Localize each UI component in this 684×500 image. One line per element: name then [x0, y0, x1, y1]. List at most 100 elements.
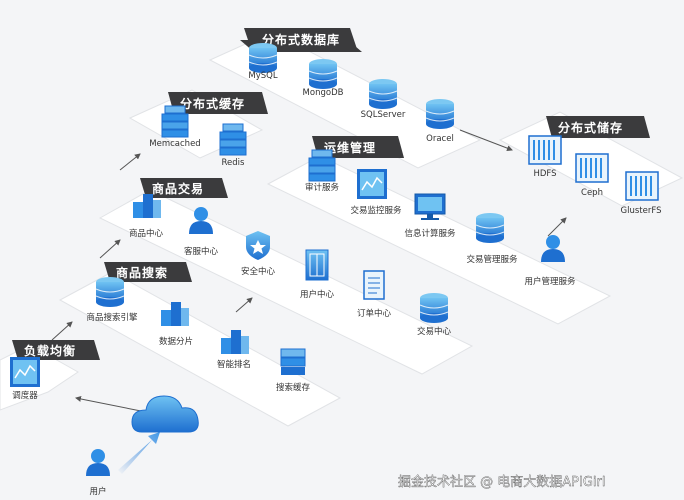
arrow-trade-to-cache [119, 153, 141, 171]
svg-text:用户中心: 用户中心 [300, 289, 335, 300]
node-oracel: Oracel [425, 98, 455, 144]
node-info-compute: 信息计算服务 [404, 193, 456, 239]
svg-text:GlusterFS: GlusterFS [621, 206, 662, 216]
node-order-center: 订单中心 [357, 270, 392, 319]
svg-text:HDFS: HDFS [533, 169, 556, 179]
banner-storage-title: 分布式储存 [558, 120, 623, 135]
node-redis: Redis [219, 123, 247, 168]
node-sqlserver: SQLServer [361, 78, 406, 120]
banner-search-title: 商品搜索 [116, 265, 168, 280]
svg-text:搜索缓存: 搜索缓存 [276, 382, 311, 393]
database-icon [248, 42, 278, 74]
banner-cache: 分布式缓存 [168, 92, 268, 114]
node-mongodb: MongoDB [303, 58, 344, 98]
svg-text:交易监控服务: 交易监控服务 [350, 205, 402, 216]
banner-ops: 运维管理 [312, 136, 404, 158]
svg-text:智能排名: 智能排名 [217, 359, 251, 370]
database-icon [308, 58, 338, 90]
user-icon [86, 449, 110, 476]
storage-array-icon [625, 171, 659, 201]
user-icon [541, 235, 565, 262]
node-customer-service: 客服中心 [184, 207, 219, 257]
database-icon [475, 212, 505, 244]
panel-trade [98, 189, 474, 375]
svg-text:数据分片: 数据分片 [159, 336, 193, 347]
svg-text:安全中心: 安全中心 [241, 266, 276, 277]
svg-text:Oracel: Oracel [426, 134, 454, 144]
banner-storage: 分布式储存 [546, 116, 650, 138]
svg-text:MySQL: MySQL [248, 71, 277, 81]
svg-text:交易中心: 交易中心 [417, 326, 452, 337]
server-rack-icon [280, 348, 306, 376]
node-search-cache: 搜索缓存 [276, 348, 311, 393]
svg-text:审计服务: 审计服务 [305, 182, 340, 193]
node-data-shard: 数据分片 [159, 302, 193, 347]
svg-text:商品搜索引擎: 商品搜索引擎 [86, 312, 138, 323]
node-smart-rank: 智能排名 [217, 330, 251, 370]
node-memcached: Memcached [149, 105, 201, 149]
chart-screen-icon [356, 168, 388, 200]
banner-trade: 商品交易 [140, 178, 228, 198]
node-trade-center: 交易中心 [417, 292, 452, 337]
storage-array-icon [575, 153, 609, 183]
svg-text:Redis: Redis [222, 158, 246, 168]
cloud-icon [131, 395, 199, 433]
chart-screen-icon [9, 356, 41, 388]
svg-text:订单中心: 订单中心 [357, 308, 392, 319]
arrow-dbs-to-storage [459, 129, 513, 152]
database-icon [95, 276, 125, 308]
arrow-rank-to-user [235, 297, 253, 313]
banners: 分布式数据库 分布式缓存 商品交易 商品搜索 负载均衡 运维管理 分布式储存 [12, 28, 650, 360]
node-trade-monitor: 交易监控服务 [350, 168, 402, 216]
arrow-icon [118, 432, 160, 474]
node-dispatcher: 调度器 [9, 356, 41, 401]
node-security-center: 安全中心 [241, 231, 276, 277]
arrow-cloud-to-lb [75, 396, 147, 413]
panel-search [58, 271, 342, 427]
arrow-lb-to-search [51, 321, 73, 341]
banner-lb-title: 负载均衡 [24, 343, 76, 358]
node-user-mgmt: 用户管理服务 [524, 235, 576, 287]
panel-ops [266, 155, 612, 325]
server-rack-icon [219, 123, 247, 156]
server-rack-icon [308, 149, 336, 182]
database-icon [419, 292, 449, 324]
banner-cache-title: 分布式缓存 [180, 96, 245, 111]
node-audit-service: 审计服务 [305, 149, 340, 193]
node-user: 用户 [86, 449, 110, 497]
banner-search: 商品搜索 [104, 262, 192, 282]
banner-lb: 负载均衡 [12, 340, 100, 360]
svg-text:用户管理服务: 用户管理服务 [524, 276, 576, 287]
connectors [51, 129, 567, 413]
blocks-icon [221, 330, 249, 354]
node-mysql: MySQL [248, 42, 278, 81]
node-trade-mgmt: 交易管理服务 [466, 212, 518, 265]
storage-array-icon [528, 135, 562, 165]
node-glusterfs: GlusterFS [621, 171, 662, 216]
svg-text:Memcached: Memcached [149, 139, 200, 149]
svg-text:客服中心: 客服中心 [184, 246, 219, 257]
node-search-engine: 商品搜索引擎 [86, 276, 138, 323]
database-icon [425, 98, 455, 130]
node-goods-center: 商品中心 [129, 194, 163, 239]
server-rack-icon [161, 105, 189, 138]
banner-ops-title: 运维管理 [324, 140, 376, 155]
node-hdfs: HDFS [528, 135, 562, 179]
node-user-center: 用户中心 [300, 249, 335, 300]
arrow-search-to-trade [99, 239, 121, 259]
svg-text:Ceph: Ceph [581, 188, 603, 198]
svg-text:用户: 用户 [89, 486, 106, 497]
document-icon [363, 270, 385, 300]
database-icon [368, 78, 398, 110]
svg-text:MongoDB: MongoDB [303, 88, 344, 98]
svg-text:SQLServer: SQLServer [361, 110, 406, 120]
watermark: 掘金技术社区 @ 电商大数据APIGirl [398, 474, 605, 490]
svg-text:交易管理服务: 交易管理服务 [466, 254, 518, 265]
banner-db-title: 分布式数据库 [262, 32, 340, 47]
arrow-ops-to-storage [547, 217, 567, 237]
svg-text:调度器: 调度器 [12, 390, 38, 401]
banner-trade-title: 商品交易 [152, 181, 204, 196]
door-panel-icon [305, 249, 329, 281]
node-ceph: Ceph [575, 153, 609, 198]
